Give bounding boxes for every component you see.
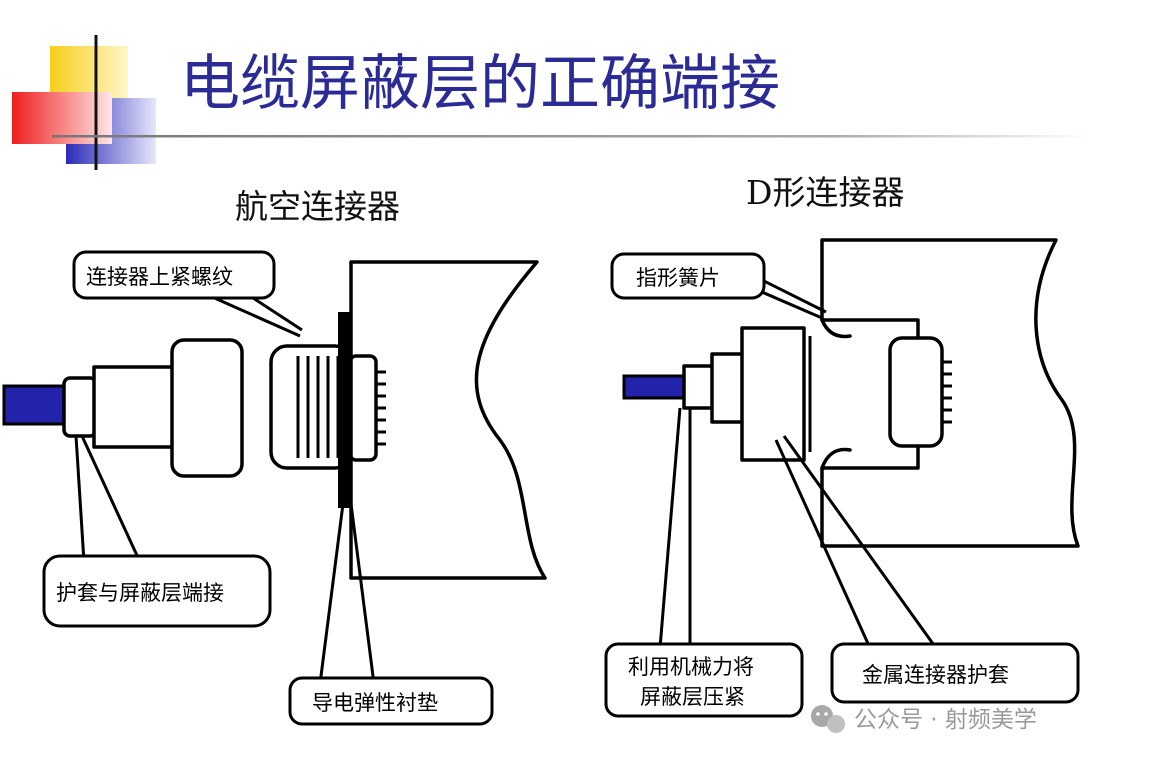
rear-body bbox=[348, 354, 378, 462]
wechat-icon bbox=[811, 705, 845, 733]
metal-hood bbox=[740, 326, 806, 462]
callout-sleeve-label: 护套与屏蔽层端接 bbox=[56, 581, 224, 605]
finger-spring-bottom bbox=[820, 447, 852, 470]
cable-right bbox=[622, 374, 688, 400]
callout-metal-shell: 金属连接器护套 bbox=[774, 435, 1080, 704]
chassis-enclosure bbox=[820, 238, 1080, 548]
title-logo bbox=[12, 35, 156, 170]
callout-finger-label: 指形簧片 bbox=[636, 266, 720, 290]
callout-sleeve: 护套与屏蔽层端接 bbox=[42, 435, 272, 628]
coupling-nut bbox=[170, 338, 244, 478]
callout-finger: 指形簧片 bbox=[610, 252, 827, 320]
backshell-neck bbox=[710, 352, 746, 424]
callout-mechanical: 利用机械力将 屏蔽层压紧 bbox=[604, 407, 804, 718]
watermark-label: 公众号 · 射频美学 bbox=[854, 707, 1037, 733]
callout-thread-label: 连接器上紧螺纹 bbox=[86, 265, 233, 289]
finger-spring-top bbox=[820, 318, 852, 339]
inner-connector bbox=[888, 336, 944, 448]
callout-mechanical-line1: 利用机械力将 bbox=[628, 655, 754, 679]
d-connector-drawing bbox=[622, 238, 1080, 548]
aviation-connector-drawing bbox=[2, 260, 547, 580]
inner-pins bbox=[942, 360, 952, 424]
title-rule bbox=[52, 135, 1092, 138]
callout-thread: 连接器上紧螺纹 bbox=[72, 250, 303, 338]
rear-pins bbox=[376, 370, 386, 446]
watermark: 公众号 · 射频美学 bbox=[811, 705, 1037, 733]
callout-gasket-label: 导电弹性衬垫 bbox=[312, 691, 438, 715]
chassis-panel bbox=[349, 260, 547, 580]
clamp-ferrule bbox=[682, 364, 716, 410]
cable-left bbox=[2, 384, 68, 426]
callout-metal-shell-label: 金属连接器护套 bbox=[862, 663, 1009, 687]
collar-left bbox=[62, 376, 98, 438]
page-title: 电缆屏蔽层的正确端接 bbox=[180, 49, 780, 119]
plug-body bbox=[92, 365, 180, 449]
right-heading: D形连接器 bbox=[746, 173, 904, 212]
callout-mechanical-line2: 屏蔽层压紧 bbox=[640, 685, 745, 709]
callout-gasket: 导电弹性衬垫 bbox=[288, 495, 494, 726]
left-heading: 航空连接器 bbox=[235, 187, 400, 226]
